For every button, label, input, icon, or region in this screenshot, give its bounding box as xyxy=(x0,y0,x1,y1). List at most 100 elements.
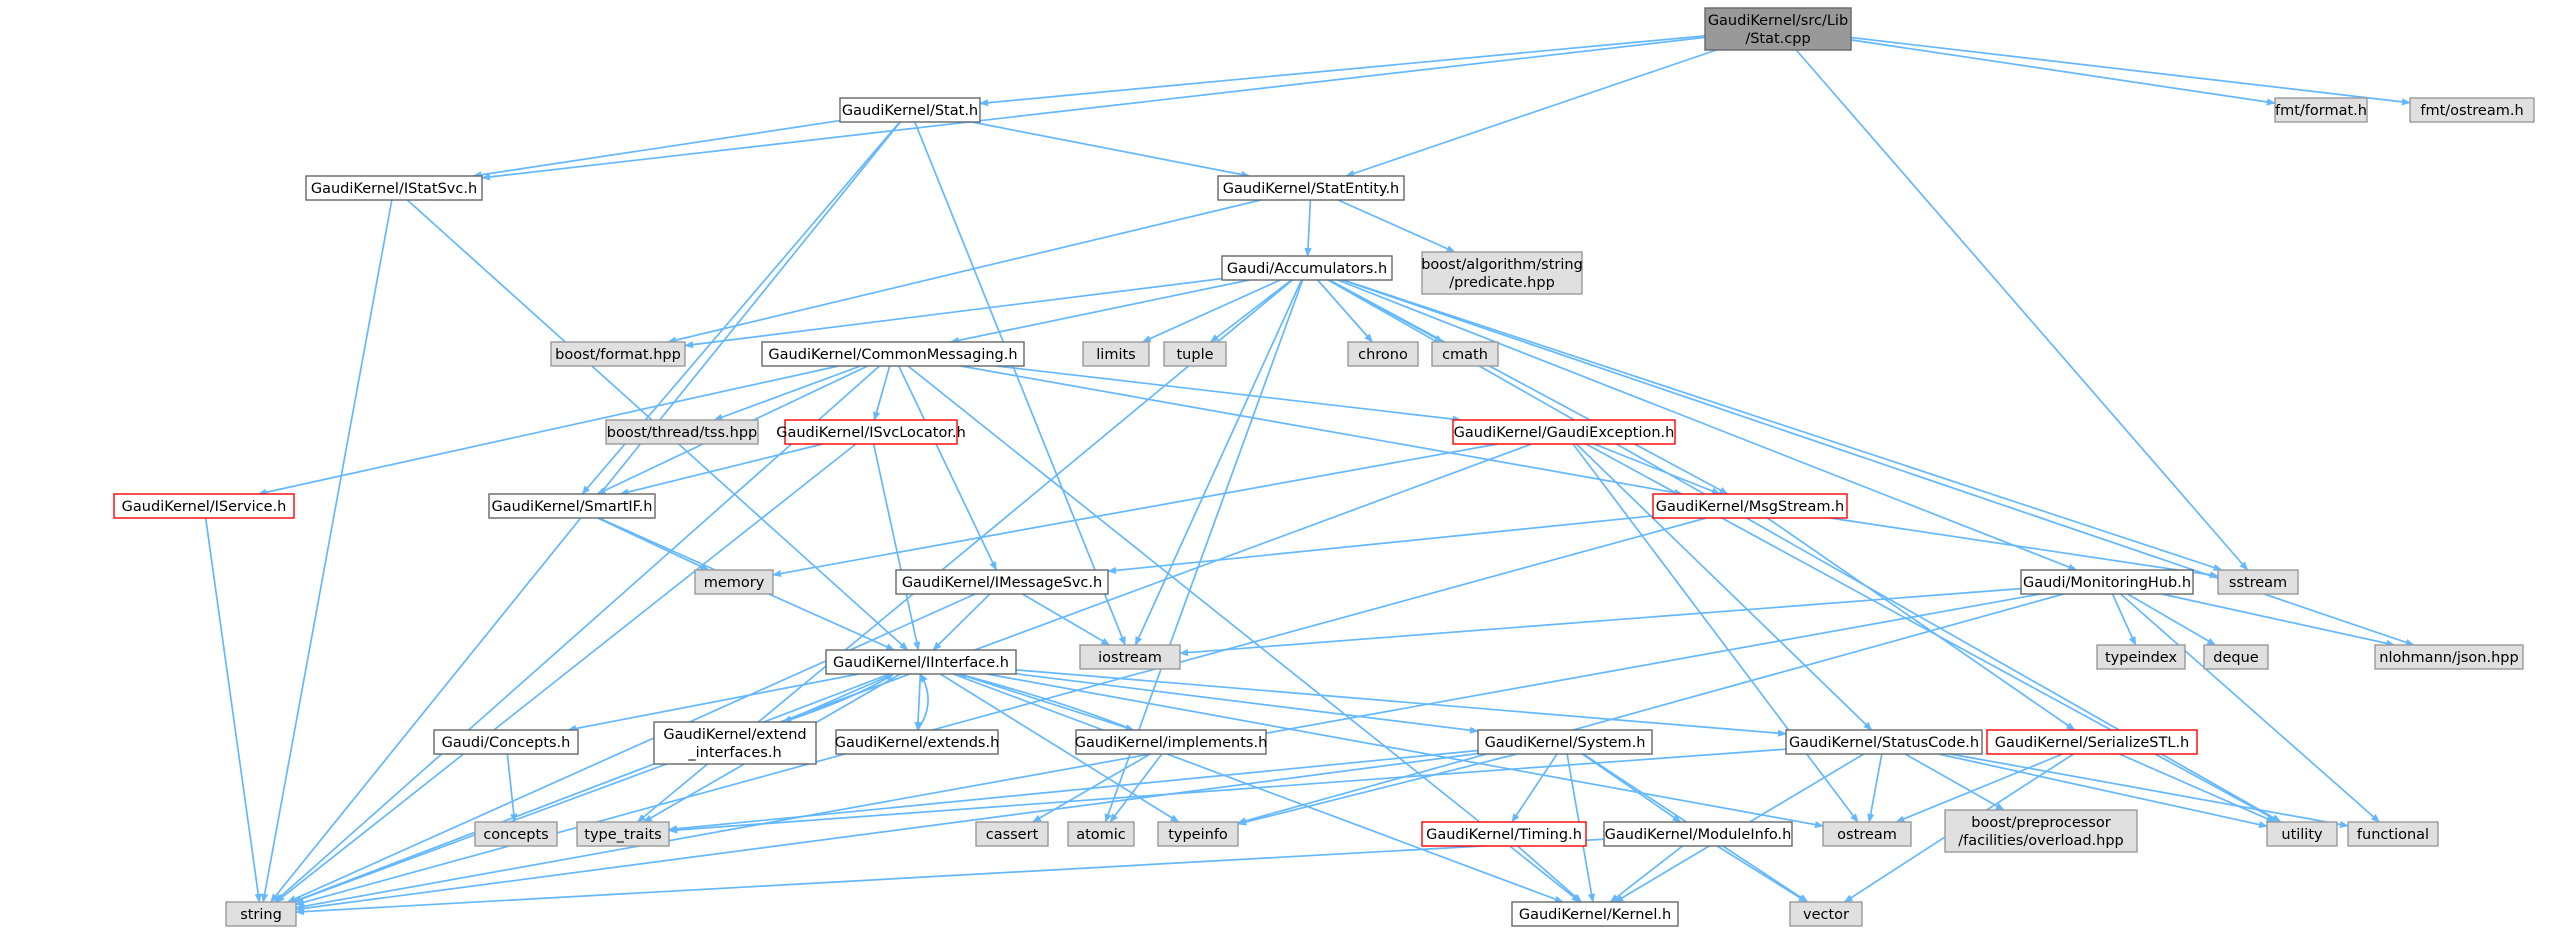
node-box xyxy=(784,419,958,445)
node-fmt_ostream: fmt/ostream.h xyxy=(2409,97,2535,123)
node-statuscode[interactable]: GaudiKernel/StatusCode.h xyxy=(1785,729,1983,755)
node-label: /predicate.hpp xyxy=(1449,275,1555,291)
node-label: /facilities/overload.hpp xyxy=(1958,833,2124,849)
node-string: string xyxy=(225,901,297,927)
node-label: GaudiKernel/implements.h xyxy=(1075,735,1268,751)
edge-statentity-to-boost_pred xyxy=(1337,199,1456,253)
node-implements[interactable]: GaudiKernel/implements.h xyxy=(1075,729,1268,755)
node-label: GaudiKernel/extends.h xyxy=(835,735,1000,751)
node-atomic: atomic xyxy=(1067,821,1135,847)
node-system_h[interactable]: GaudiKernel/System.h xyxy=(1477,729,1653,755)
node-box xyxy=(694,569,774,595)
edge-msgstream-to-imessagesvc xyxy=(1107,515,1654,574)
node-monhub[interactable]: Gaudi/MonitoringHub.h xyxy=(2020,569,2194,595)
node-label: typeindex xyxy=(2105,650,2177,666)
node-box xyxy=(2274,97,2368,123)
node-statentity[interactable]: GaudiKernel/StatEntity.h xyxy=(1217,175,1405,201)
node-extends[interactable]: GaudiKernel/extends.h xyxy=(835,729,1000,755)
node-box xyxy=(839,97,981,123)
node-label: memory xyxy=(704,575,765,591)
edge-root-to-stat_h xyxy=(979,34,1706,107)
node-nlohmann: nlohmann/json.hpp xyxy=(2374,644,2524,670)
edge-isvclocator-to-smartif xyxy=(619,443,823,496)
node-label: type_traits xyxy=(584,827,661,843)
edge-gaudiexc-to-ostream xyxy=(1572,443,1859,823)
edge-accumulators-to-monhub xyxy=(1337,279,2078,571)
node-box xyxy=(1789,901,1863,927)
node-fmt_format: fmt/format.h xyxy=(2274,97,2368,123)
node-ostream: ostream xyxy=(1822,821,1912,847)
node-msgstream[interactable]: GaudiKernel/MsgStream.h xyxy=(1652,493,1848,519)
node-box xyxy=(113,493,295,519)
edge-accumulators-to-tuple xyxy=(1209,279,1292,343)
node-label: Gaudi/MonitoringHub.h xyxy=(2023,575,2191,591)
edge-imessagesvc-to-iostream xyxy=(1022,593,1111,646)
node-box xyxy=(2096,644,2186,670)
node-istatsvc[interactable]: GaudiKernel/IStatSvc.h xyxy=(305,175,483,201)
node-memory: memory xyxy=(694,569,774,595)
edge-stat_h-to-statentity xyxy=(971,121,1251,178)
edge-accumulators-to-msgstream xyxy=(1328,279,1729,495)
node-accumulators[interactable]: Gaudi/Accumulators.h xyxy=(1221,255,1393,281)
node-moduleinfo[interactable]: GaudiKernel/ModuleInfo.h xyxy=(1603,821,1793,847)
edge-root-to-sstream xyxy=(1795,49,2249,571)
node-timing[interactable]: GaudiKernel/Timing.h xyxy=(1421,821,1587,847)
node-iinterface[interactable]: GaudiKernel/IInterface.h xyxy=(825,649,1017,675)
edge-msgstream-to-serializestl xyxy=(1766,517,2076,731)
node-box xyxy=(1421,821,1587,847)
node-commonmsg[interactable]: GaudiKernel/CommonMessaging.h xyxy=(761,341,1025,367)
node-box xyxy=(1075,729,1267,755)
node-functional: functional xyxy=(2347,821,2439,847)
edge-stat_h-to-istatsvc xyxy=(472,119,841,179)
node-box xyxy=(1944,809,2138,853)
node-label: GaudiKernel/StatusCode.h xyxy=(1789,735,1979,751)
node-extend_if[interactable]: GaudiKernel/extend_interfaces.h xyxy=(653,721,817,765)
node-root[interactable]: GaudiKernel/src/Lib/Stat.cpp xyxy=(1704,7,1852,51)
node-tuple: tuple xyxy=(1163,341,1227,367)
node-box xyxy=(1822,821,1912,847)
node-box xyxy=(975,821,1049,847)
node-iservice[interactable]: GaudiKernel/IService.h xyxy=(113,493,295,519)
node-deque: deque xyxy=(2203,644,2269,670)
edge-extends-to-iinterface xyxy=(916,673,929,731)
edge-commonmsg-to-msgstream xyxy=(960,365,1684,497)
edge-statuscode-to-ostream xyxy=(1867,753,1883,823)
node-label: GaudiKernel/System.h xyxy=(1485,735,1646,751)
node-type_traits: type_traits xyxy=(576,821,670,847)
edge-gaudiexc-to-msgstream xyxy=(1593,443,1721,495)
node-label: /Stat.cpp xyxy=(1745,31,1810,47)
node-isvclocator[interactable]: GaudiKernel/ISvcLocator.h xyxy=(776,419,966,445)
node-box xyxy=(835,729,999,755)
node-label: GaudiKernel/IService.h xyxy=(122,499,287,515)
node-gaudiexc[interactable]: GaudiKernel/GaudiException.h xyxy=(1452,419,1676,445)
node-label: GaudiKernel/Timing.h xyxy=(1426,827,1582,843)
node-imessagesvc[interactable]: GaudiKernel/IMessageSvc.h xyxy=(895,569,1109,595)
node-box xyxy=(1603,821,1793,847)
node-serializestl[interactable]: GaudiKernel/SerializeSTL.h xyxy=(1986,729,2198,755)
node-label: chrono xyxy=(1358,347,1408,363)
edge-concepts_h-to-concepts xyxy=(506,753,518,823)
node-smartif[interactable]: GaudiKernel/SmartIF.h xyxy=(488,493,656,519)
node-stat_h[interactable]: GaudiKernel/Stat.h xyxy=(839,97,981,123)
node-box xyxy=(1652,493,1848,519)
node-label: nlohmann/json.hpp xyxy=(2379,650,2518,666)
node-label: Gaudi/Concepts.h xyxy=(442,735,571,751)
node-box xyxy=(225,901,297,927)
node-kernel[interactable]: GaudiKernel/Kernel.h xyxy=(1511,901,1679,927)
node-box xyxy=(1421,251,1583,295)
edge-timing-to-kernel xyxy=(1517,845,1583,903)
node-concepts_h[interactable]: Gaudi/Concepts.h xyxy=(433,729,579,755)
edge-root-to-fmt_ostream xyxy=(1850,36,2411,106)
node-box xyxy=(1452,419,1676,445)
node-box xyxy=(1511,901,1679,927)
node-box xyxy=(305,175,483,201)
node-label: cmath xyxy=(1442,347,1488,363)
node-label: boost/algorithm/string xyxy=(1421,257,1583,273)
node-box xyxy=(433,729,579,755)
node-label: utility xyxy=(2281,827,2323,843)
node-box xyxy=(1157,821,1239,847)
node-box xyxy=(1347,341,1419,367)
node-box xyxy=(895,569,1109,595)
node-label: atomic xyxy=(1076,827,1126,843)
edge-iinterface-to-string xyxy=(291,673,890,903)
